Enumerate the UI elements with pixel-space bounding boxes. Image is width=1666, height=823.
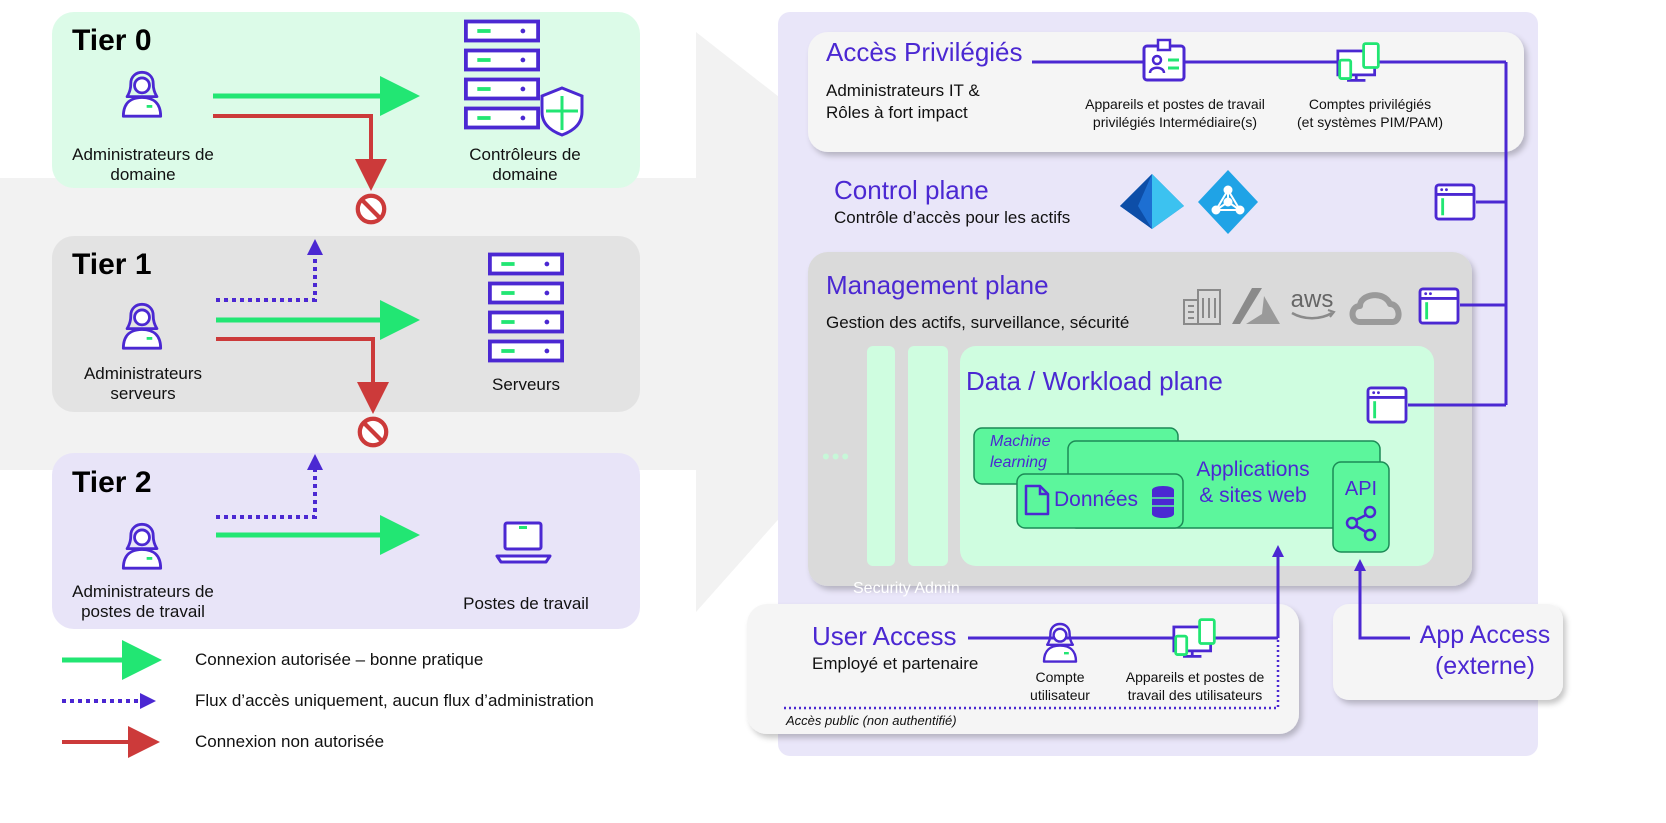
management-plane-window-icon: [1418, 287, 1460, 325]
faded-security-admin: Security Admin: [853, 580, 960, 597]
api-card: [1332, 461, 1390, 553]
workstation-label: Postes de travail: [463, 594, 589, 613]
privileged-access-subtitle: Administrateurs IT & Rôles à fort impact: [826, 81, 980, 123]
workload-column-1: [867, 346, 895, 566]
no-entry-icon-1: [358, 196, 384, 222]
legend-allowed-label: Connexion autorisée – bonne pratique: [195, 650, 484, 669]
legend-denied-label: Connexion non autorisée: [195, 732, 385, 751]
ml-label: Machine learning: [990, 433, 1051, 471]
workstation-admin-label: Administrateurs de postes de travail: [72, 582, 214, 621]
tier2-title: Tier 2: [72, 466, 152, 499]
data-label: Données: [1054, 488, 1139, 511]
tier2-panel: [52, 453, 640, 629]
control-plane-subtitle: Contrôle d’accès pour les actifs: [834, 208, 1071, 227]
server-admin-label: Administrateurs serveurs: [83, 364, 203, 403]
no-entry-icon-2: [360, 419, 386, 445]
document-icon: [1024, 484, 1050, 516]
aws-text: aws: [1291, 286, 1334, 313]
workload-plane-window-icon: [1366, 386, 1408, 424]
app-access-title: App Access (externe): [1419, 621, 1551, 680]
domain-controller-label: Contrôleurs de domaine: [469, 145, 581, 184]
tier2-access-arrow: [216, 454, 323, 519]
privileged-accounts-label: Comptes privilégiés (et systèmes PIM/PAM…: [1297, 96, 1443, 131]
domain-controller-icon: [464, 19, 584, 137]
tier0-title: Tier 0: [72, 24, 152, 57]
workload-plane-title: Data / Workload plane: [966, 366, 1223, 396]
control-plane-window-icon: [1434, 183, 1476, 221]
management-plane-subtitle: Gestion des actifs, surveillance, sécuri…: [826, 313, 1130, 332]
tier1-title: Tier 1: [72, 248, 152, 281]
app-access-arrow: [1354, 559, 1410, 640]
entra-id-icon: [1120, 174, 1184, 229]
management-plane-title: Management plane: [826, 270, 1049, 300]
tier1-access-arrow: [216, 239, 323, 302]
google-cloud-icon: [1349, 292, 1402, 325]
data-card: [1016, 473, 1184, 529]
apps-label: Applications & sites web: [1196, 458, 1310, 508]
ellipsis: •••: [822, 444, 852, 469]
building-icon: [1183, 289, 1221, 325]
public-access-label: Accès public (non authentifié): [786, 713, 957, 728]
laptop-icon: [495, 521, 552, 564]
aws-icon: aws: [1291, 286, 1336, 320]
database-icon: [1152, 486, 1174, 518]
privileged-access-title: Accès Privilégiés: [826, 37, 1023, 67]
azure-icon: [1232, 288, 1280, 324]
server-label: Serveurs: [491, 375, 561, 394]
app-access-box: [1333, 604, 1563, 700]
api-label: API: [1344, 478, 1378, 500]
badge-icon: [1142, 38, 1186, 82]
tier1-panel: [52, 236, 640, 412]
azure-ad-icon: [1198, 170, 1258, 234]
user-account-label: Compte utilisateur: [1030, 669, 1090, 704]
user-access-subtitle: Employé et partenaire: [812, 654, 979, 673]
privileged-devices-label: Appareils et postes de travail privilégi…: [1085, 96, 1265, 131]
tier0-denied-arrow: [213, 114, 387, 191]
domain-admin-label: Administrateurs de domaine: [72, 145, 214, 184]
control-plane-title: Control plane: [834, 175, 989, 205]
user-devices-label: Appareils et postes de travail des utili…: [1125, 669, 1265, 704]
share-icon: [1345, 505, 1377, 542]
user-access-title: User Access: [812, 621, 957, 651]
legend-access-label: Flux d’accès uniquement, aucun flux d’ad…: [195, 691, 594, 710]
workload-column-2: [908, 346, 948, 566]
tier1-denied-arrow: [216, 337, 389, 414]
